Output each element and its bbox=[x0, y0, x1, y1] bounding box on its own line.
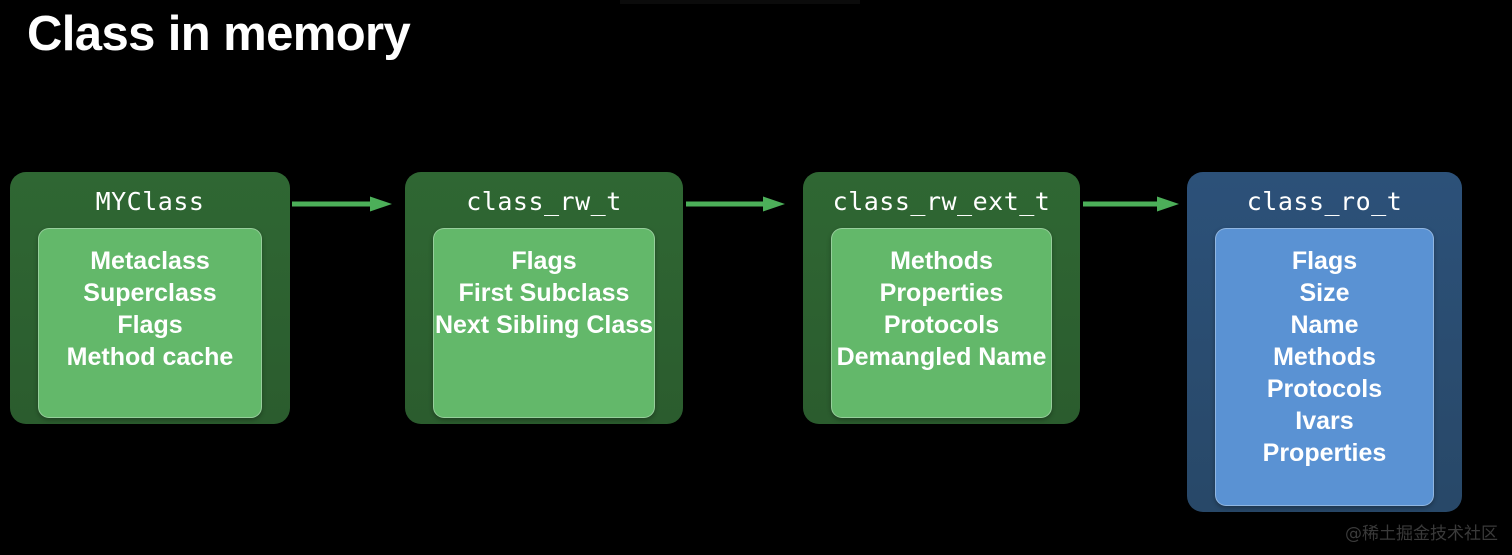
node-field: Name bbox=[1290, 311, 1359, 339]
node-field: Metaclass bbox=[90, 247, 210, 275]
node-field: Properties bbox=[1262, 439, 1387, 467]
node-class-rw-t: class_rw_t Flags First Subclass Next Sib… bbox=[405, 172, 683, 424]
node-myclass: MYClass Metaclass Superclass Flags Metho… bbox=[10, 172, 290, 424]
node-field: Flags bbox=[1291, 247, 1358, 275]
arrow-right-icon bbox=[686, 196, 785, 212]
node-field: Superclass bbox=[83, 279, 217, 307]
node-title: MYClass bbox=[95, 187, 205, 216]
node-field: Demangled Name bbox=[836, 343, 1047, 371]
node-title: class_rw_ext_t bbox=[832, 187, 1051, 216]
node-class-rw-ext-t: class_rw_ext_t Methods Properties Protoc… bbox=[803, 172, 1080, 424]
node-field-list: Flags Size Name Methods Protocols Ivars … bbox=[1215, 228, 1434, 506]
node-field: Next Sibling Class bbox=[434, 311, 654, 339]
node-field: First Subclass bbox=[458, 279, 630, 307]
arrow-right-icon bbox=[1083, 196, 1179, 212]
node-title: class_rw_t bbox=[466, 187, 622, 216]
node-field: Properties bbox=[879, 279, 1004, 307]
node-field: Methods bbox=[1273, 343, 1376, 371]
node-field: Flags bbox=[511, 247, 577, 275]
node-field: Methods bbox=[890, 247, 993, 275]
node-field-list: Flags First Subclass Next Sibling Class bbox=[433, 228, 655, 418]
node-field: Flags bbox=[117, 311, 183, 339]
node-field: Protocols bbox=[1266, 375, 1383, 403]
arrow-right-icon bbox=[292, 196, 392, 212]
top-edge-artifact bbox=[620, 0, 860, 4]
node-field: Size bbox=[1299, 279, 1350, 307]
page-title: Class in memory bbox=[27, 7, 411, 61]
watermark: @稀土掘金技术社区 bbox=[1345, 524, 1498, 544]
node-title: class_ro_t bbox=[1246, 187, 1403, 216]
node-class-ro-t: class_ro_t Flags Size Name Methods Proto… bbox=[1187, 172, 1462, 512]
node-field: Protocols bbox=[883, 311, 1000, 339]
node-field-list: Methods Properties Protocols Demangled N… bbox=[831, 228, 1052, 418]
node-field: Method cache bbox=[66, 343, 234, 371]
node-field-list: Metaclass Superclass Flags Method cache bbox=[38, 228, 262, 418]
node-field: Ivars bbox=[1295, 407, 1354, 435]
